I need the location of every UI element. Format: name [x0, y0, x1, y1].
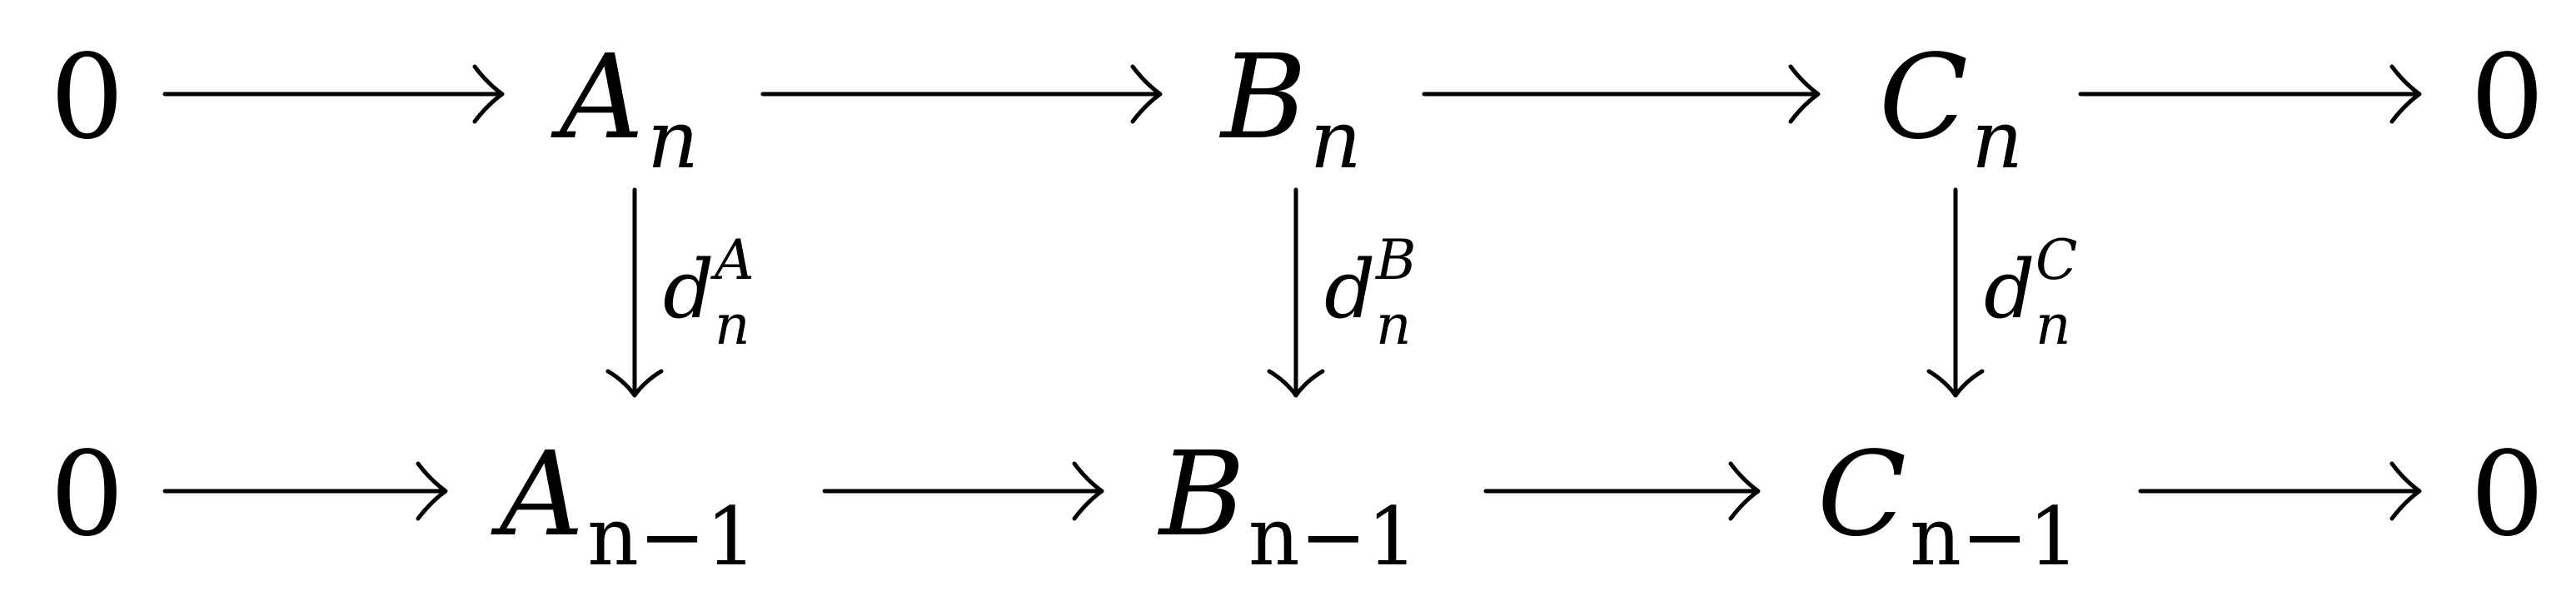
vertical-label-dA: d A n [663, 233, 755, 353]
vertical-label-dA-d: d [663, 243, 715, 336]
bottom-node-B: Bn−1 [1159, 437, 1418, 578]
bottom-node-B-subscript: n−1 [1248, 490, 1418, 584]
arrow-vertical-dC [1926, 187, 1985, 398]
arrow-bottom-0-to-A [162, 461, 448, 521]
bottom-node-B-letter: B [1159, 427, 1245, 563]
arrow-top-B-to-C [1422, 64, 1821, 124]
bottom-node-A-subscript: n−1 [587, 490, 757, 584]
arrow-top-0-to-A [162, 64, 505, 124]
bottom-zero-left: 0 [50, 427, 125, 563]
top-node-A-letter: A [560, 30, 645, 166]
top-node-B-letter: B [1221, 30, 1307, 166]
bottom-node-C: Cn−1 [1817, 437, 2079, 578]
vertical-label-dC-superscript: C [2035, 228, 2078, 292]
top-node-C-subscript: n [1971, 93, 2023, 186]
vertical-label-dC-subscript: n [2035, 293, 2071, 357]
arrow-vertical-dA [605, 187, 664, 398]
bottom-zero-right: 0 [2470, 427, 2545, 563]
bottom-node-A-letter: A [500, 427, 585, 563]
bottom-node-C-subscript: n−1 [1910, 490, 2080, 584]
top-node-B-subscript: n [1309, 93, 1362, 186]
arrow-bottom-C-to-0 [2138, 461, 2422, 521]
top-zero-left: 0 [50, 30, 125, 166]
vertical-label-dC-d: d [1984, 243, 2035, 336]
vertical-label-dC: d C n [1984, 233, 2078, 353]
top-node-A-subscript: n [647, 93, 699, 186]
arrow-top-A-to-B [760, 64, 1163, 124]
bottom-node-C-letter: C [1817, 427, 1907, 563]
arrow-bottom-A-to-B [822, 461, 1104, 521]
arrow-vertical-dB [1267, 187, 1325, 398]
top-node-C: Cn [1879, 40, 2023, 181]
top-zero-right: 0 [2470, 30, 2545, 166]
vertical-label-dA-superscript: A [715, 228, 755, 292]
top-node-A: An [560, 40, 699, 181]
top-node-C-letter: C [1879, 30, 1969, 166]
vertical-label-dB-subscript: n [1376, 293, 1412, 357]
arrow-bottom-B-to-C [1483, 461, 1761, 521]
vertical-label-dB: d B n [1324, 233, 1417, 353]
top-node-B: Bn [1221, 40, 1362, 181]
vertical-label-dB-superscript: B [1376, 228, 1417, 292]
vertical-label-dA-subscript: n [715, 293, 750, 357]
vertical-label-dB-d: d [1324, 243, 1376, 336]
arrow-top-C-to-0 [2078, 64, 2422, 124]
bottom-node-A: An−1 [500, 437, 756, 578]
